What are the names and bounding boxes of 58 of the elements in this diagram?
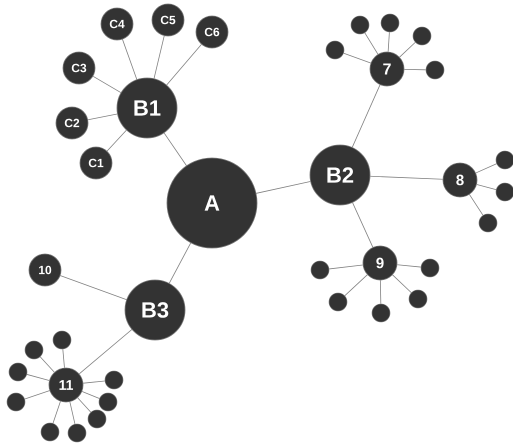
dot [372,304,390,322]
dot [426,60,444,80]
dot [478,214,498,232]
connector-line [476,163,497,174]
connector-line [60,275,127,300]
connector-line [399,42,416,58]
connector-line [168,242,192,284]
connector-line [380,280,382,304]
dot [496,182,513,202]
dot [6,392,26,412]
dot [98,392,118,412]
dot [8,362,28,382]
connector-line [62,348,65,368]
connector-line [343,52,372,64]
dot [412,26,432,46]
connector-line [77,397,92,413]
connector-line [328,264,364,270]
connector-line [476,184,496,190]
connector-line [164,132,187,166]
connector-line [40,356,55,373]
connector-line [166,44,202,86]
dot [68,424,86,442]
dot [328,292,348,312]
dot [380,14,400,32]
connector-line [52,401,61,424]
connector-line [26,374,50,381]
connector-line [92,76,122,93]
dot [24,340,44,360]
connector-line [370,176,444,180]
connector-line [392,274,412,293]
dot [88,410,106,428]
connector-line [344,274,368,296]
connector-line [404,68,426,70]
dot [496,150,513,170]
connector-line [364,32,378,55]
connector-line [352,84,380,148]
dot [326,40,344,60]
connector-line [78,329,132,374]
connector-line [256,181,311,194]
dot [40,422,60,442]
connector-line [469,194,484,216]
dot [104,370,124,390]
dot [52,330,72,350]
connector-line [70,402,76,424]
dot [420,258,440,278]
connector-line [396,264,422,268]
connector-line [106,130,127,152]
connector-line [388,32,390,52]
connector-line [122,39,138,80]
dot [310,260,330,280]
connector-line [154,36,165,79]
dot [350,16,370,34]
connector-line [82,391,100,399]
connector-line [24,390,50,400]
connector-line [352,202,374,248]
connector-line [88,114,118,120]
connector-line [82,380,106,384]
dot [408,290,428,308]
